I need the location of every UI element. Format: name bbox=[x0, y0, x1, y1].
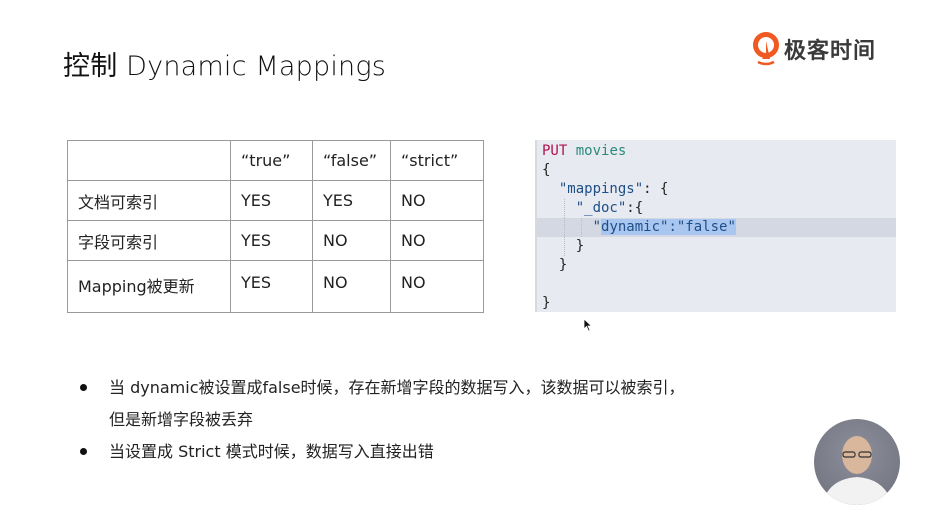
code-line: } bbox=[537, 237, 896, 256]
bullet-dot-icon bbox=[80, 384, 87, 391]
http-method: PUT bbox=[542, 143, 568, 159]
bullet-text: 当设置成 Strict 模式时候，数据写入直接出错 bbox=[109, 442, 434, 461]
indent-guide bbox=[564, 237, 565, 256]
table-header-cell: “true” bbox=[230, 140, 313, 181]
table-cell: YES bbox=[230, 180, 313, 221]
bullet-item: 当设置成 Strict 模式时候，数据写入直接出错 bbox=[78, 436, 749, 468]
code-brace: { bbox=[542, 162, 551, 178]
table-cell: NO bbox=[390, 180, 484, 221]
code-line: "_doc":{ bbox=[537, 199, 896, 218]
presenter-video-avatar bbox=[814, 419, 900, 505]
code-brace: } bbox=[575, 238, 585, 254]
code-line: } bbox=[537, 294, 896, 313]
geekbang-logo-icon bbox=[753, 32, 779, 66]
logo-text: 极客时间 bbox=[784, 39, 877, 64]
bullet-dot-icon bbox=[80, 448, 87, 455]
code-line: "mappings": { bbox=[537, 180, 896, 199]
table-cell: NO bbox=[312, 220, 391, 261]
bullet-text: 当 dynamic被设置成false时候，存在新增字段的数据写入，该数据可以被索… bbox=[109, 378, 685, 397]
json-key-doc: "_doc" bbox=[575, 200, 627, 216]
bullet-list: 当 dynamic被设置成false时候，存在新增字段的数据写入，该数据可以被索… bbox=[78, 372, 749, 468]
table-cell: NO bbox=[390, 260, 484, 313]
table-header-cell: “false” bbox=[312, 140, 391, 181]
indent-guide bbox=[564, 199, 565, 218]
table-row: 字段可索引 YES NO NO bbox=[67, 220, 484, 261]
dynamic-mapping-comparison-table: “true” “false” “strict” 文档可索引 YES YES NO… bbox=[67, 140, 484, 313]
json-key-mappings: "mappings" bbox=[558, 181, 644, 197]
brand-logo: 极客时间 bbox=[752, 32, 876, 66]
code-punct: : { bbox=[643, 181, 669, 197]
table-cell: YES bbox=[312, 180, 391, 221]
table-cell: YES bbox=[230, 260, 313, 313]
text-selection[interactable]: dynamic":"false" bbox=[601, 219, 736, 235]
presenter-icon bbox=[822, 436, 892, 505]
index-name: movies bbox=[575, 143, 627, 159]
json-quote: " bbox=[592, 219, 602, 235]
code-punct: :{ bbox=[626, 200, 644, 216]
code-line: PUT movies bbox=[537, 142, 896, 161]
code-line: { bbox=[537, 161, 896, 180]
table-row: Mapping被更新 YES NO NO bbox=[67, 260, 484, 313]
code-brace: } bbox=[542, 295, 551, 311]
indent-guide bbox=[581, 218, 582, 237]
table-cell: NO bbox=[312, 260, 391, 313]
code-line-active: "dynamic":"false" bbox=[537, 218, 896, 237]
code-editor[interactable]: PUT movies { "mappings": { "_doc":{ "dyn… bbox=[535, 140, 896, 312]
code-line bbox=[537, 275, 896, 294]
table-cell: 字段可索引 bbox=[67, 220, 231, 261]
table-cell: 文档可索引 bbox=[67, 180, 231, 221]
bullet-item: 当 dynamic被设置成false时候，存在新增字段的数据写入，该数据可以被索… bbox=[78, 372, 749, 436]
mouse-pointer-icon bbox=[583, 318, 593, 332]
slide-title: 控制 Dynamic Mappings bbox=[63, 51, 387, 82]
table-cell: YES bbox=[230, 220, 313, 261]
bullet-text-continuation: 但是新增字段被丢弃 bbox=[109, 410, 254, 429]
json-key-dynamic-value: dynamic":"false" bbox=[601, 219, 736, 235]
table-header-cell: “strict” bbox=[390, 140, 484, 181]
table-row: 文档可索引 YES YES NO bbox=[67, 180, 484, 221]
indent-guide bbox=[564, 218, 565, 237]
table-header-row: “true” “false” “strict” bbox=[67, 140, 484, 181]
code-line: } bbox=[537, 256, 896, 275]
table-header-cell bbox=[67, 140, 231, 181]
code-brace: } bbox=[558, 257, 568, 273]
table-cell: Mapping被更新 bbox=[67, 260, 231, 313]
table-cell: NO bbox=[390, 220, 484, 261]
